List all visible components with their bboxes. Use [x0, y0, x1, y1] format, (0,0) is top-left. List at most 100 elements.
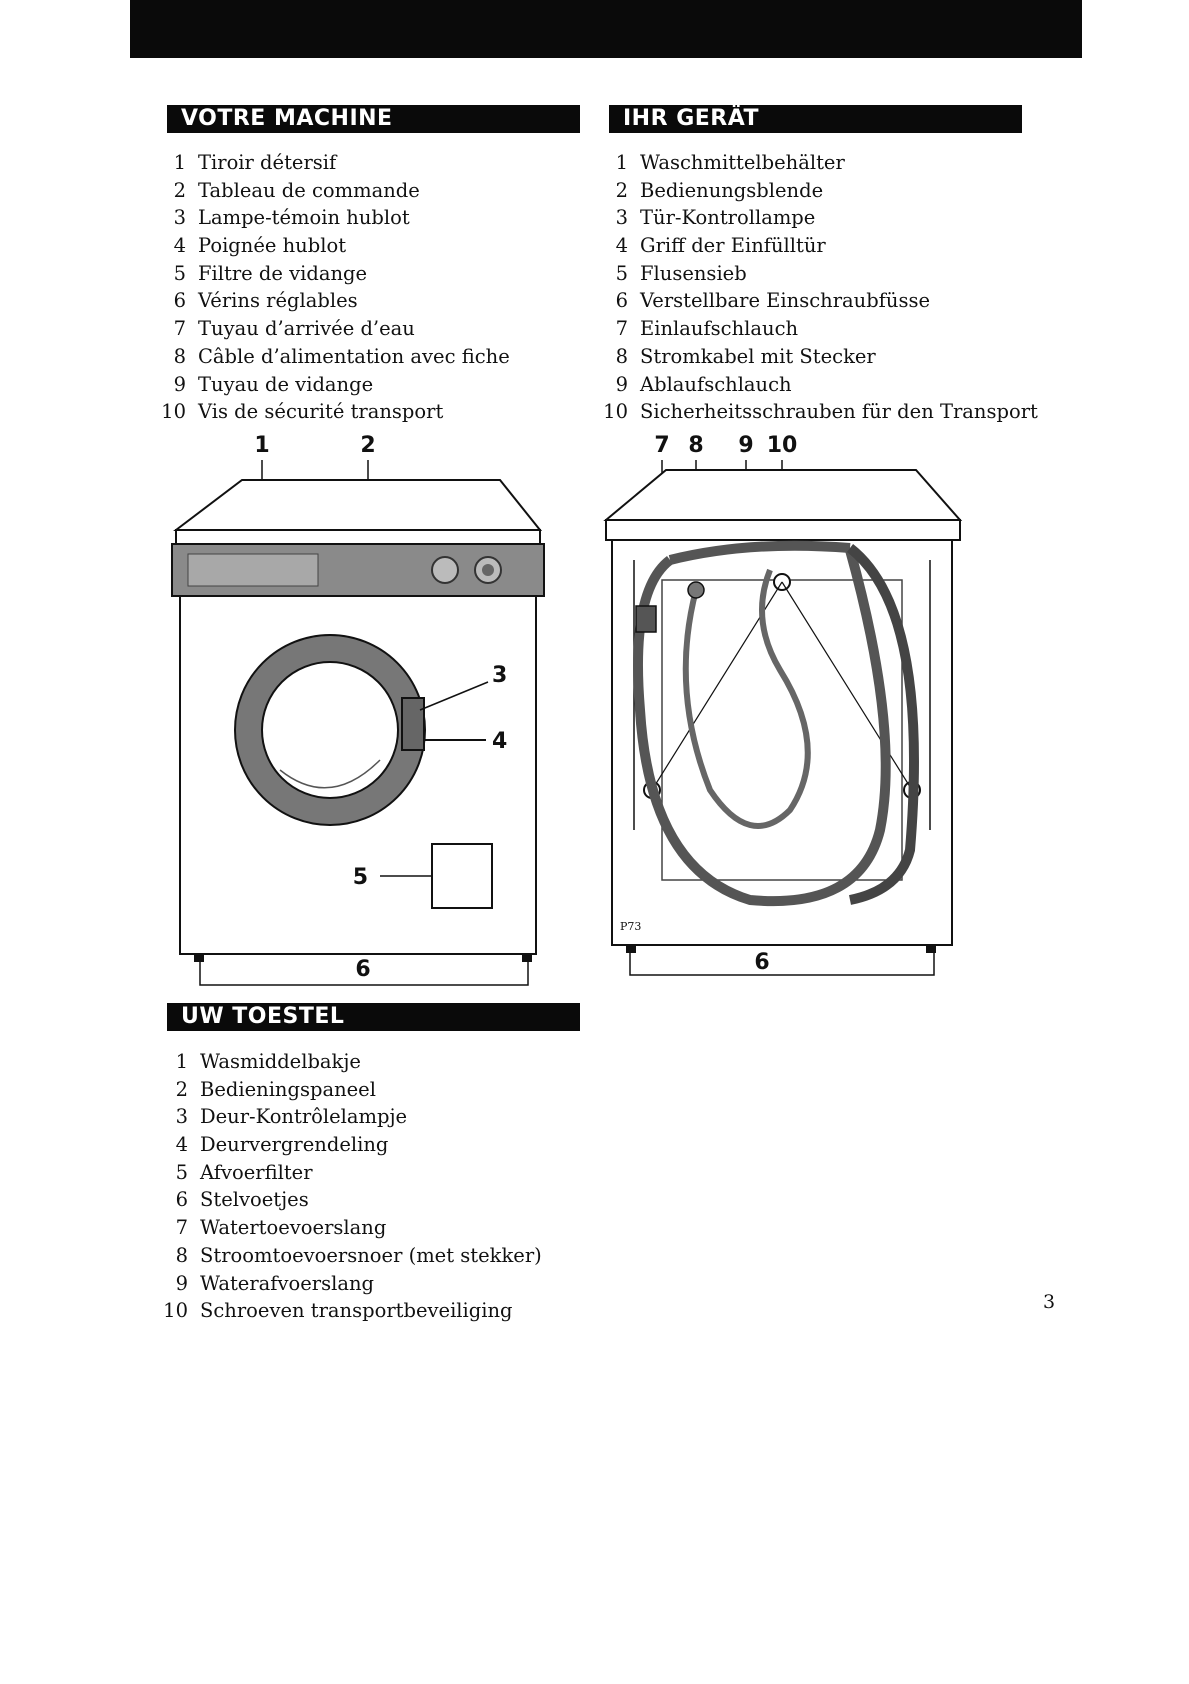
callout-7: 7	[654, 433, 669, 458]
list-item: 10 Sicherheitsschrauben für den Transport	[598, 398, 1038, 426]
item-label: Lampe-témoin hublot	[198, 206, 410, 230]
item-number: 10	[161, 400, 186, 424]
callout-3: 3	[492, 663, 507, 688]
list-item: 3 Tür-Kontrollampe	[598, 204, 1038, 232]
callout-6-back: 6	[754, 950, 769, 975]
item-number: 5	[173, 261, 186, 285]
item-label: Poignée hublot	[198, 234, 347, 258]
item-number: 8	[615, 344, 628, 368]
item-number: 10	[603, 400, 628, 424]
callout-2: 2	[360, 433, 375, 458]
item-number: 2	[615, 178, 628, 202]
list-item: 10 Vis de sécurité transport	[156, 398, 510, 426]
list-item: 2 Tableau de commande	[156, 177, 510, 205]
item-number: 6	[615, 289, 628, 313]
callout-9: 9	[738, 433, 753, 458]
item-label: Schroeven transportbeveiliging	[200, 1299, 513, 1323]
list-item: 5 Filtre de vidange	[156, 260, 510, 288]
section-title-de: IHR GERÄT	[609, 105, 1022, 133]
item-label: Câble d’alimentation avec fiche	[198, 344, 510, 368]
item-label: Vérins réglables	[198, 289, 358, 313]
list-item: 1 Wasmiddelbakje	[158, 1048, 542, 1076]
item-number: 9	[615, 372, 628, 396]
figure-front-view: 1 2 3 4 5 6	[171, 433, 545, 986]
item-label: Waschmittelbehälter	[640, 151, 845, 174]
item-number: 4	[173, 234, 186, 258]
item-number: 4	[615, 234, 628, 258]
item-label: Verstellbare Einschraubfüsse	[640, 289, 931, 313]
item-number: 9	[173, 372, 186, 396]
list-item: 10 Schroeven transportbeveiliging	[158, 1297, 542, 1325]
callout-10: 10	[767, 433, 798, 458]
item-label: Afvoerfilter	[200, 1160, 313, 1184]
item-number: 7	[173, 317, 186, 341]
list-item: 7 Tuyau d’arrivée d’eau	[156, 315, 510, 343]
item-label: Stromkabel mit Stecker	[640, 344, 876, 368]
item-number: 3	[615, 206, 628, 230]
item-label: Wasmiddelbakje	[200, 1050, 361, 1073]
item-label: Flusensieb	[640, 261, 747, 285]
item-label: Filtre de vidange	[198, 261, 368, 285]
list-item: 6 Stelvoetjes	[158, 1186, 542, 1214]
item-number: 10	[163, 1299, 188, 1323]
callout-5: 5	[353, 865, 368, 890]
list-item: 5 Flusensieb	[598, 260, 1038, 288]
item-number: 7	[175, 1216, 188, 1240]
section-title-fr: VOTRE MACHINE	[167, 105, 580, 133]
list-item: 5 Afvoerfilter	[158, 1159, 542, 1187]
top-black-bar	[130, 0, 1082, 58]
list-item: 7 Watertoevoerslang	[158, 1214, 542, 1242]
item-label: Sicherheitsschrauben für den Transport	[640, 400, 1038, 424]
callout-4: 4	[492, 729, 507, 754]
item-number: 1	[615, 151, 628, 174]
item-number: 7	[615, 317, 628, 341]
item-number: 6	[173, 289, 186, 313]
item-number: 3	[173, 206, 186, 230]
list-item: 6 Verstellbare Einschraubfüsse	[598, 287, 1038, 315]
item-label: Stroomtoevoersnoer (met stekker)	[200, 1243, 542, 1267]
item-number: 5	[615, 261, 628, 285]
section-title-nl: UW TOESTEL	[167, 1003, 580, 1031]
figure-code: P73	[620, 920, 641, 933]
item-number: 6	[175, 1188, 188, 1212]
item-number: 3	[175, 1105, 188, 1129]
item-number: 8	[175, 1243, 188, 1267]
item-number: 1	[173, 151, 186, 174]
figure-back-view: 7 8 9 10 P73 6	[603, 433, 963, 976]
item-label: Tableau de commande	[198, 178, 420, 202]
item-label: Stelvoetjes	[200, 1188, 309, 1212]
item-label: Bedieningspaneel	[200, 1077, 376, 1101]
callout-6-front: 6	[355, 957, 370, 982]
list-item: 8 Stroomtoevoersnoer (met stekker)	[158, 1242, 542, 1270]
item-number: 1	[175, 1050, 188, 1073]
item-label: Watertoevoerslang	[200, 1216, 387, 1240]
item-number: 9	[175, 1271, 188, 1295]
list-item: 9 Ablaufschlauch	[598, 371, 1038, 399]
item-number: 2	[173, 178, 186, 202]
list-item: 6 Vérins réglables	[156, 287, 510, 315]
list-item: 1 Waschmittelbehälter	[598, 149, 1038, 177]
item-number: 5	[175, 1160, 188, 1184]
item-label: Deurvergrendeling	[200, 1133, 389, 1157]
list-item: 2 Bedieningspaneel	[158, 1076, 542, 1104]
list-item: 8 Câble d’alimentation avec fiche	[156, 343, 510, 371]
item-number: 8	[173, 344, 186, 368]
item-label: Tür-Kontrollampe	[640, 206, 816, 230]
callout-8: 8	[688, 433, 703, 458]
item-number: 2	[175, 1077, 188, 1101]
list-item: 8 Stromkabel mit Stecker	[598, 343, 1038, 371]
item-label: Ablaufschlauch	[640, 372, 792, 396]
item-label: Vis de sécurité transport	[198, 400, 444, 424]
item-label: Tuyau d’arrivée d’eau	[198, 317, 415, 341]
callout-1: 1	[254, 433, 269, 458]
